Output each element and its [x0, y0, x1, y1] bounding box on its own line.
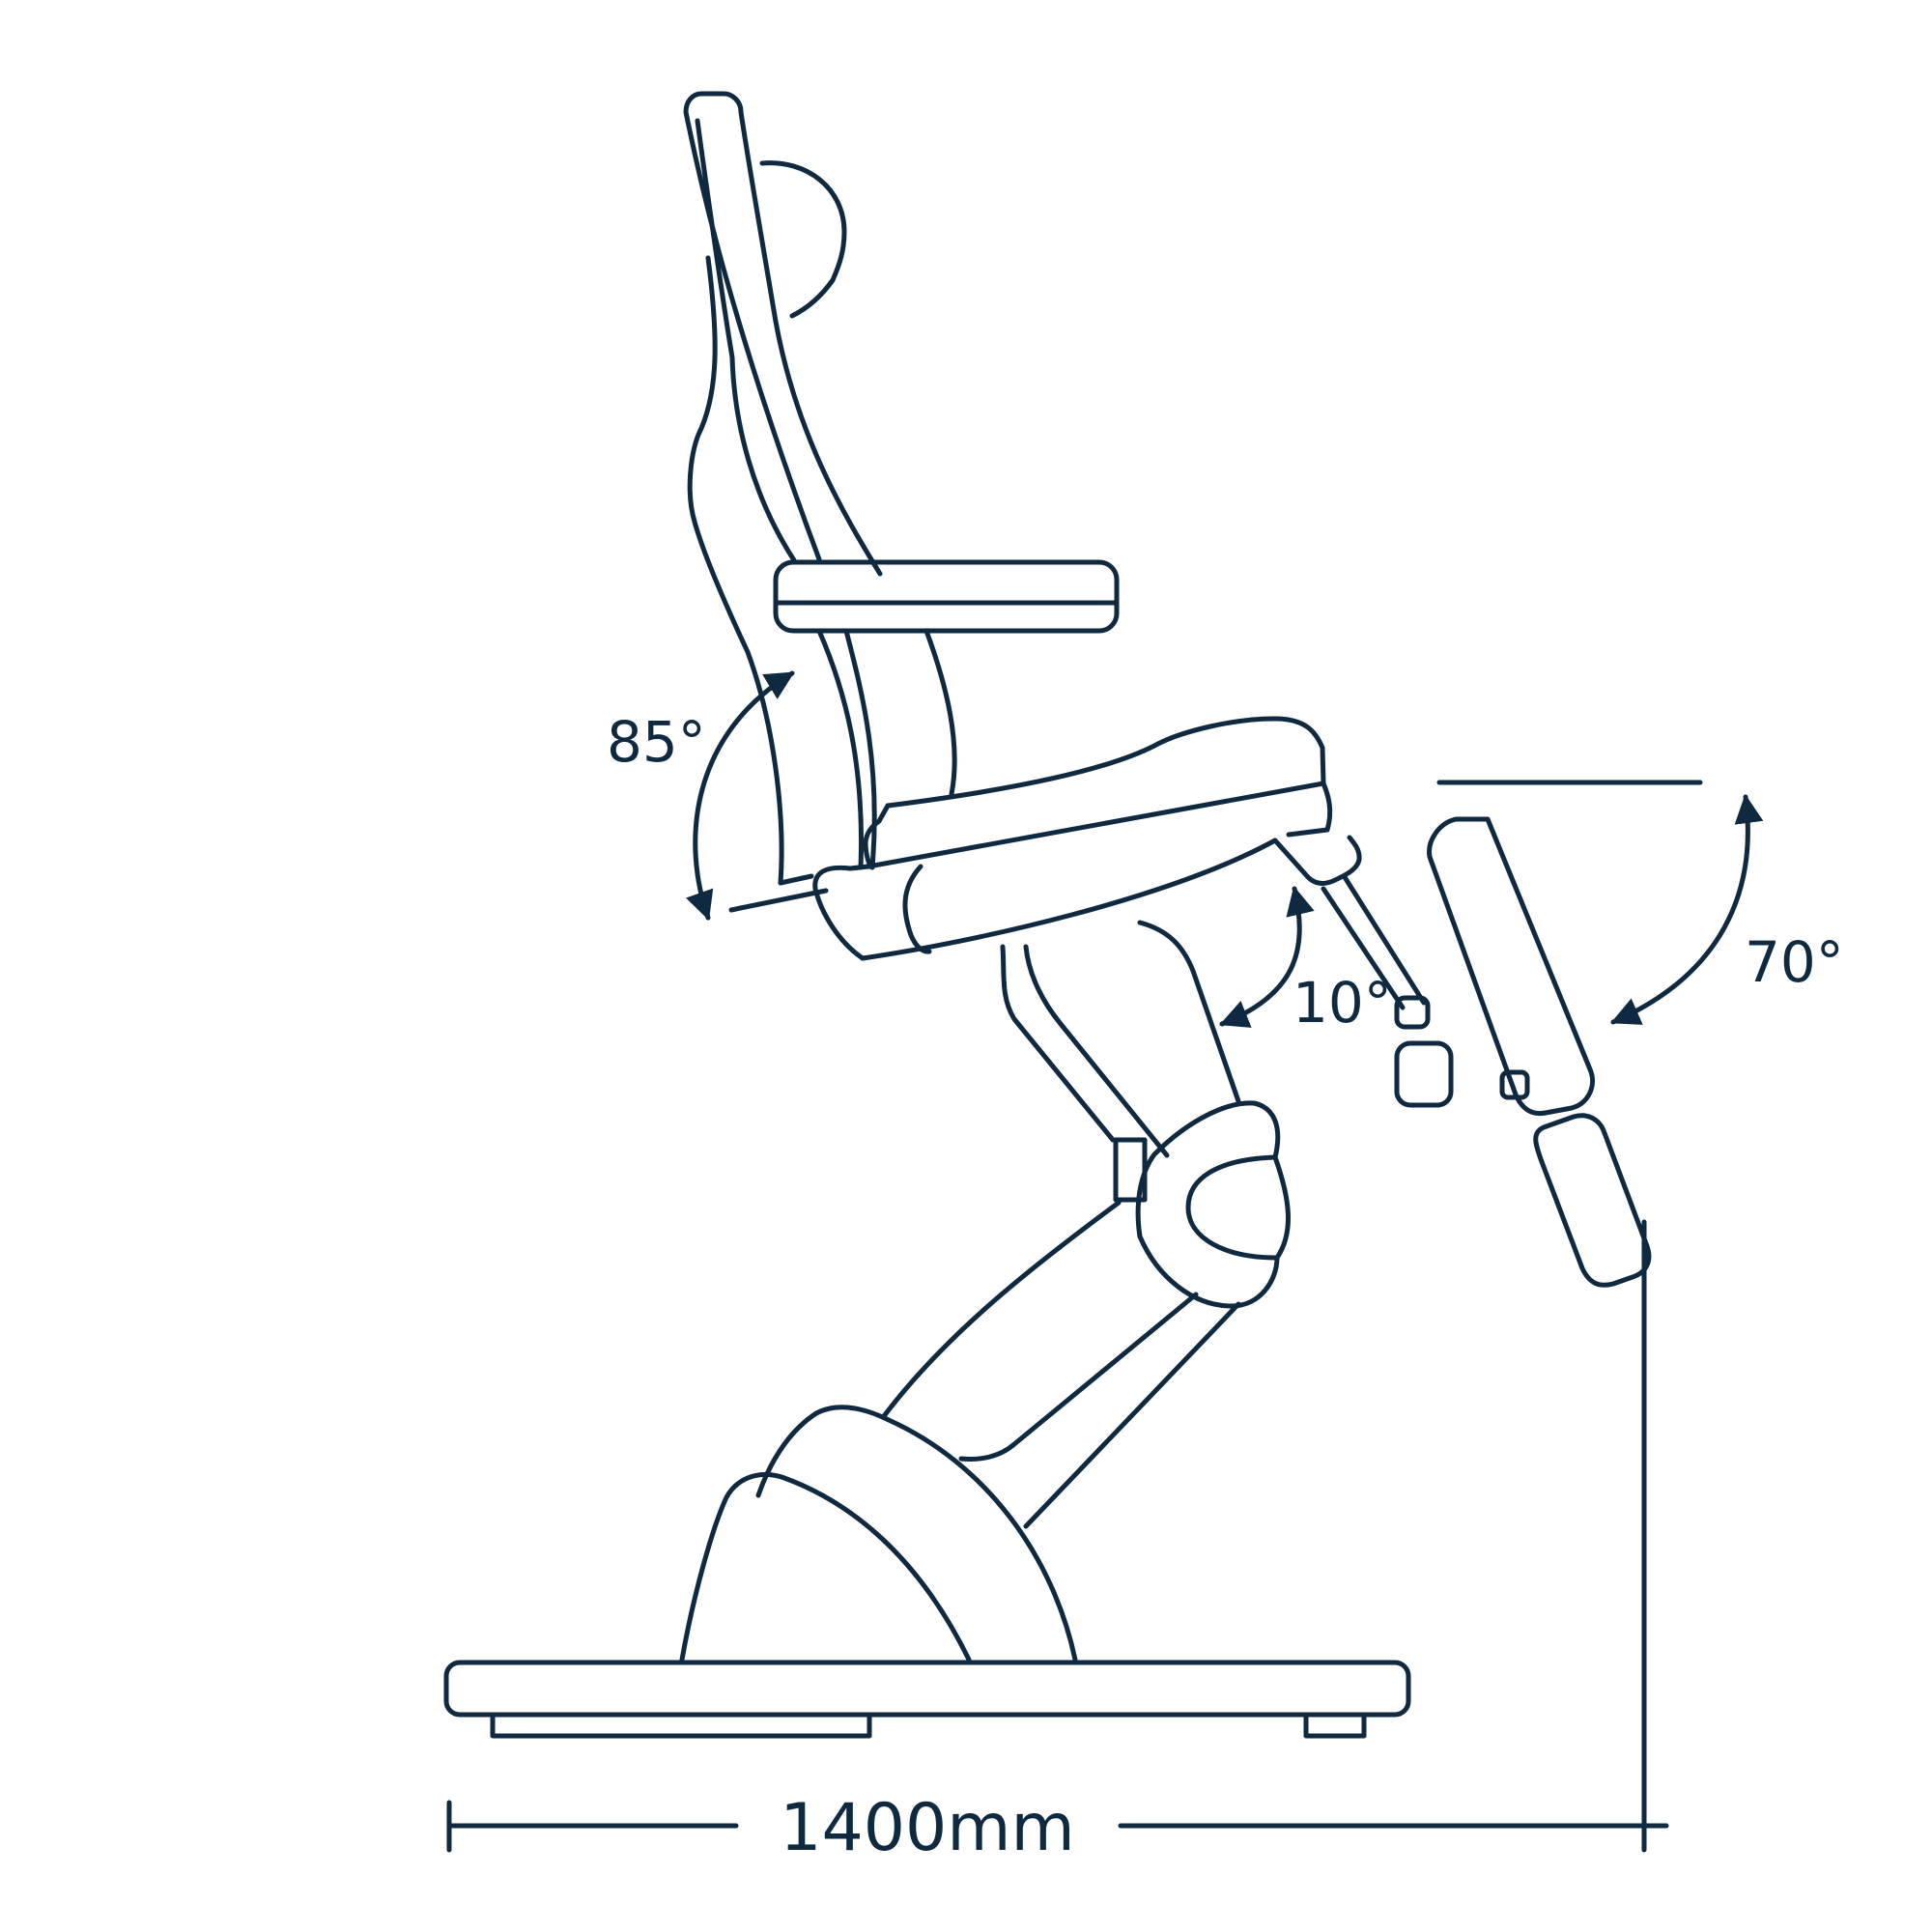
lift-arm-top [881, 1200, 1122, 1419]
hinge-outer [1135, 1100, 1292, 1309]
backrest-cushion [695, 118, 797, 563]
seat-underside [860, 838, 1278, 961]
backrest-foot [778, 873, 814, 886]
base [443, 1660, 1411, 1739]
lift-arm [881, 1137, 1241, 1529]
lift-arm-strut [1023, 1301, 1241, 1529]
seat-top [885, 716, 1326, 809]
dimension-guides [446, 670, 1764, 1853]
backrest-angle-baseline [728, 888, 829, 913]
width-dimension-label: 1400mm [780, 1790, 1075, 1866]
seat-line [866, 781, 1326, 869]
backrest-lower-rail-b [843, 628, 877, 870]
seat-rear-cushion [812, 864, 871, 961]
hinge-joint [1135, 1100, 1292, 1309]
backrest-lower-rail-c [923, 628, 957, 797]
leg-rest-rod-upper [1321, 886, 1406, 1010]
support-rear-b [1023, 944, 1170, 1158]
armrest [773, 559, 1120, 634]
base-foot-left [490, 1712, 872, 1739]
seat-support [1000, 920, 1241, 1158]
leg-rest-upper-pad [1427, 816, 1596, 1117]
seat-angle-arc [1219, 886, 1315, 1028]
backrest [683, 91, 957, 886]
base-foot-right [1303, 1712, 1367, 1739]
leg-angle-label: 70° [1745, 929, 1844, 995]
hinge-inner [1185, 1154, 1280, 1261]
seat-back-edge [863, 803, 891, 869]
lift-arm-bottom [958, 1292, 1199, 1462]
backrest-lower-rail-a [816, 628, 864, 870]
leg-rest [1272, 816, 1652, 1288]
support-front [1137, 920, 1241, 1104]
pedestal-front [679, 1472, 972, 1662]
leg-angle-arc [1610, 794, 1764, 1025]
headrest-pad [759, 160, 847, 319]
leg-rest-connector [1394, 995, 1431, 1030]
leg-rest-block [1394, 1040, 1454, 1108]
armrest-pad [773, 559, 1120, 634]
leg-rest-rod-lower [1342, 874, 1427, 1006]
pedestal-rear [755, 1405, 1078, 1662]
leg-rest-link [1272, 835, 1362, 887]
leg-rest-lower-pad [1533, 1113, 1652, 1288]
seat-underside-curl [902, 864, 932, 954]
backrest-angle-label: 85° [607, 709, 706, 775]
backrest-angle-arc [685, 670, 795, 921]
seat-front [1286, 781, 1333, 838]
base-plate [443, 1660, 1411, 1718]
support-rear-a [1000, 944, 1116, 1143]
seat-angle-label: 10° [1293, 970, 1392, 1036]
